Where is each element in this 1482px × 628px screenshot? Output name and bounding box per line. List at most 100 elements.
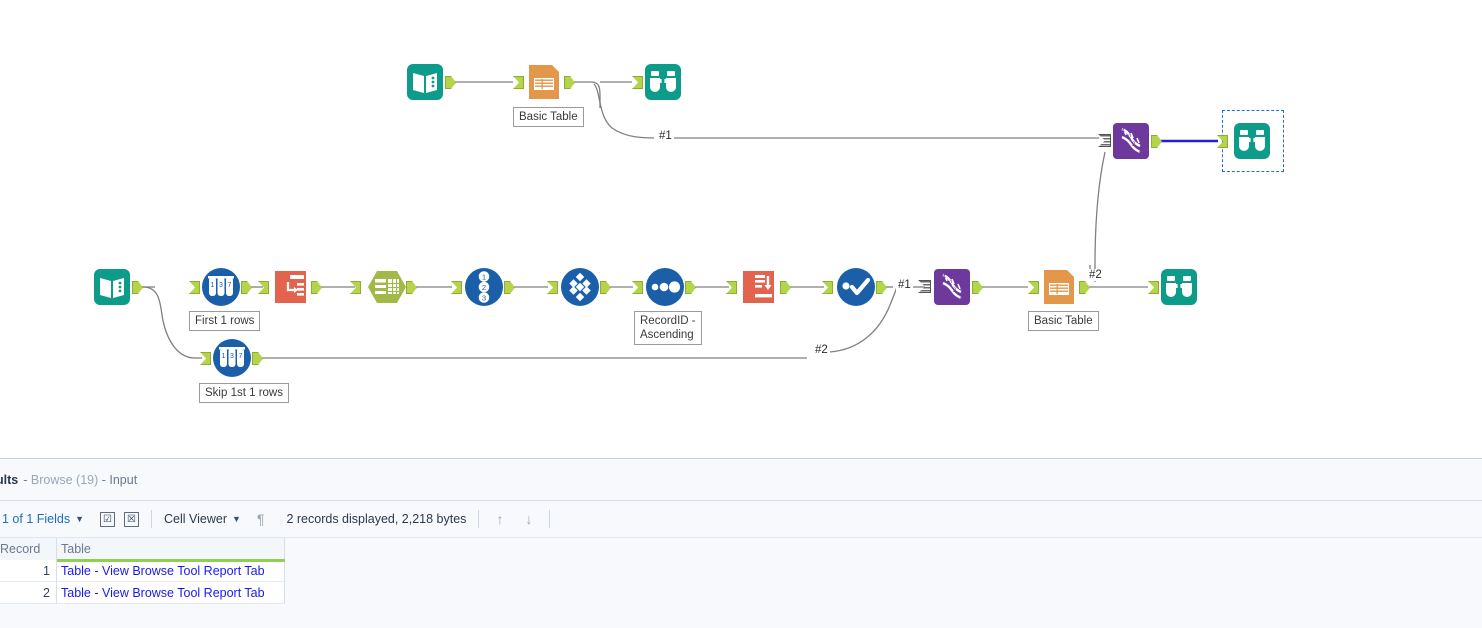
output-anchor-input-bottom[interactable] — [132, 281, 143, 294]
scroll-up-icon[interactable]: ↑ — [496, 511, 504, 527]
output-anchor-tile[interactable] — [600, 281, 611, 294]
annotation-skip-rows[interactable]: Skip 1st 1 rows — [199, 383, 289, 403]
cell-record-number: 1 — [0, 560, 57, 582]
output-anchor-select[interactable] — [311, 281, 322, 294]
three-dots-icon — [646, 268, 684, 306]
join-helix-icon: 4 2 2 7 — [1113, 123, 1149, 159]
deselect-all-fields-icon[interactable]: ☒ — [124, 511, 140, 527]
svg-text:1: 1 — [222, 353, 226, 360]
svg-text:2: 2 — [1128, 135, 1132, 141]
output-anchor-filter[interactable] — [876, 281, 887, 294]
results-title: ults — [0, 472, 19, 487]
svg-text:1: 1 — [482, 272, 486, 281]
svg-text:2: 2 — [949, 281, 953, 287]
results-subtitle: - Browse (19) - Input — [23, 473, 137, 487]
svg-text:1: 1 — [211, 282, 215, 289]
results-panel: ults - Browse (19) - Input 1 of 1 Fields… — [0, 458, 1482, 628]
svg-text:7: 7 — [239, 353, 243, 360]
filter-tool[interactable] — [836, 267, 876, 307]
results-subtitle-anchor: - Input — [98, 472, 138, 487]
column-type-indicator — [57, 559, 285, 562]
svg-text:7: 7 — [1138, 148, 1142, 155]
output-anchor-table-bottom[interactable] — [1079, 281, 1090, 294]
output-anchor-crosstab[interactable] — [406, 281, 417, 294]
sample-tool-first[interactable]: 1 3 7 — [201, 267, 241, 307]
diamond-grid-icon — [561, 268, 599, 306]
binoculars-icon — [645, 64, 681, 100]
output-anchor-join-bottom[interactable] — [972, 281, 983, 294]
fields-selector[interactable]: 1 of 1 Fields ▼ — [0, 512, 92, 526]
join-tool-top[interactable]: 4 2 2 7 — [1111, 121, 1151, 161]
browse-tool-selected[interactable] — [1232, 121, 1272, 161]
table-icon — [1044, 270, 1074, 304]
results-grid[interactable]: Record Table 1 Table - View Browse Tool … — [0, 538, 1482, 604]
selection-outline — [1222, 110, 1284, 172]
select-tool[interactable] — [272, 267, 312, 307]
input-data-tool-top[interactable] — [405, 62, 445, 102]
wire-label-join-bottom-input1: #1 — [896, 279, 913, 291]
sample-tool-skip[interactable]: 1 3 7 — [212, 338, 252, 378]
input-data-tool-bottom[interactable] — [92, 267, 132, 307]
toolbar-divider — [478, 510, 480, 528]
cell-table-link[interactable]: Table - View Browse Tool Report Tab — [57, 582, 285, 604]
record-status: 2 records displayed, 2,218 bytes — [286, 512, 467, 526]
binoculars-icon — [1234, 123, 1270, 159]
scroll-down-icon[interactable]: ↓ — [525, 511, 533, 527]
results-toolbar: 1 of 1 Fields ▼ ☑ ☒ Cell Viewer ▼ ¶ 2 re… — [0, 501, 1482, 538]
annotation-basic-table-top[interactable]: Basic Table — [513, 107, 584, 127]
formula-arrow-icon — [743, 271, 774, 303]
table-row[interactable]: 1 Table - View Browse Tool Report Tab — [0, 560, 1482, 582]
cell-record-number: 2 — [0, 582, 57, 604]
annotation-basic-table-bottom[interactable]: Basic Table — [1028, 311, 1099, 331]
results-panel-header: ults - Browse (19) - Input — [0, 459, 1482, 501]
output-anchor-input-top[interactable] — [445, 76, 456, 89]
cell-viewer-selector[interactable]: Cell Viewer ▼ — [156, 512, 249, 526]
browse-tool-top[interactable] — [643, 62, 683, 102]
annotation-first-rows[interactable]: First 1 rows — [189, 311, 261, 331]
results-subtitle-dash: - — [23, 472, 31, 487]
cross-tab-tool[interactable] — [367, 267, 407, 307]
binoculars-icon — [1161, 269, 1197, 305]
sort-tool[interactable] — [645, 267, 685, 307]
tile-tool[interactable] — [560, 267, 600, 307]
show-whitespace-button[interactable]: ¶ — [249, 511, 273, 527]
svg-text:3: 3 — [219, 282, 223, 289]
column-header-record[interactable]: Record — [0, 538, 57, 560]
chevron-down-icon: ▼ — [232, 514, 241, 524]
output-anchor-sort[interactable] — [685, 281, 696, 294]
select-all-fields-icon[interactable]: ☑ — [100, 511, 116, 527]
svg-text:3: 3 — [482, 293, 486, 302]
svg-text:7: 7 — [228, 282, 232, 289]
results-subtitle-source: Browse (19) — [30, 472, 99, 487]
check-dots-icon — [837, 268, 875, 306]
test-tubes-icon: 1 3 7 — [213, 339, 251, 377]
svg-text:4: 4 — [1121, 128, 1125, 135]
svg-text:3: 3 — [230, 353, 234, 360]
join-helix-icon: 4 2 2 7 — [934, 269, 970, 305]
join-tool-bottom[interactable]: 4 2 2 7 — [932, 267, 972, 307]
output-anchor-formula[interactable] — [780, 281, 791, 294]
book-icon — [407, 64, 443, 100]
cell-viewer-label: Cell Viewer — [164, 512, 228, 526]
workflow-canvas[interactable]: 4 2 2 7 — [0, 0, 1482, 458]
annotation-recordid-sort[interactable]: RecordID - Ascending — [634, 311, 702, 345]
table-tool-top[interactable] — [524, 62, 564, 102]
column-header-table[interactable]: Table — [57, 538, 285, 560]
output-anchor-join-top[interactable] — [1151, 135, 1162, 148]
table-icon — [529, 65, 559, 99]
table-row[interactable]: 2 Table - View Browse Tool Report Tab — [0, 582, 1482, 604]
output-anchor-sample-skip[interactable] — [252, 352, 263, 365]
table-tool-bottom[interactable] — [1039, 267, 1079, 307]
record-id-tool[interactable]: 1 2 3 — [464, 267, 504, 307]
browse-tool-bottom[interactable] — [1159, 267, 1199, 307]
cell-table-link[interactable]: Table - View Browse Tool Report Tab — [57, 560, 285, 582]
output-anchor-sample-first[interactable] — [241, 281, 252, 294]
wire-label-join-bottom-input2: #2 — [813, 344, 830, 356]
svg-text:2: 2 — [1132, 142, 1136, 148]
formula-tool[interactable] — [740, 267, 780, 307]
book-icon — [94, 269, 130, 305]
output-anchor-recordid[interactable] — [504, 281, 515, 294]
chevron-down-icon: ▼ — [75, 514, 85, 524]
output-anchor-table-top[interactable] — [564, 76, 575, 89]
svg-text:7: 7 — [959, 294, 963, 301]
